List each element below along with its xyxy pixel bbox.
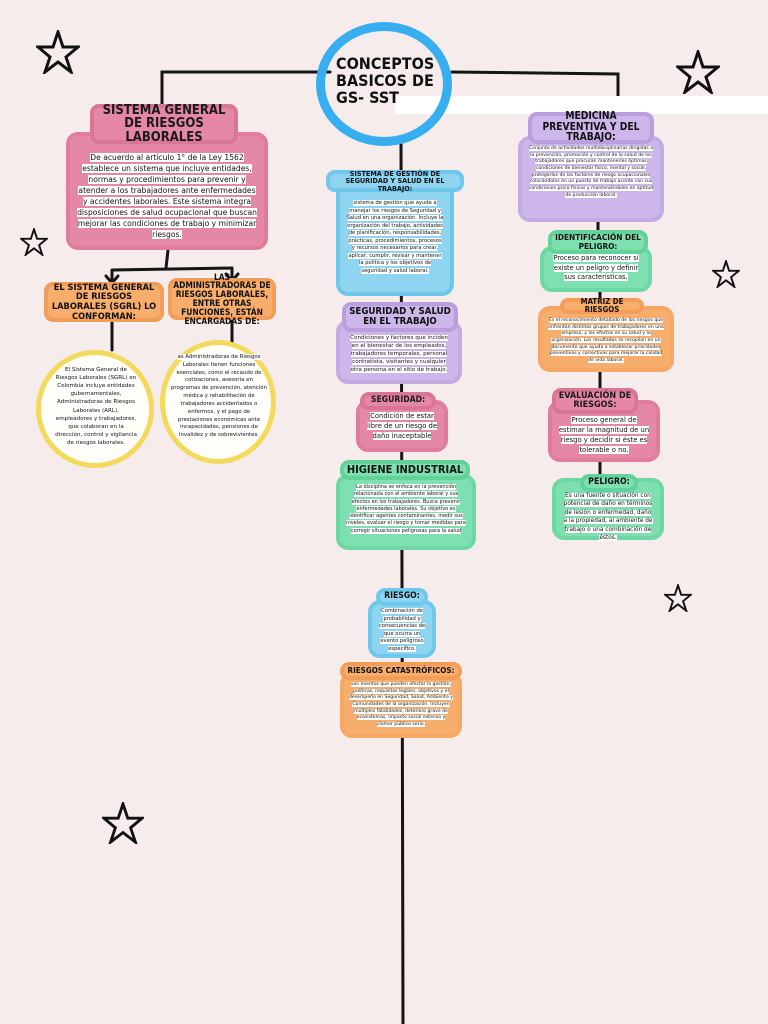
title-circle	[316, 22, 452, 146]
higiene-title: HIGIENE INDUSTRIAL	[340, 460, 470, 480]
identif-text: Proceso para reconocer si existe un peli…	[553, 254, 639, 282]
star-icon	[102, 802, 144, 844]
star-icon	[664, 584, 692, 612]
conforman-title: EL SISTEMA GENERAL DE RIESGOS LABORALES …	[44, 282, 164, 322]
admin-text: as Administradoras de Riesgos Laborales …	[171, 354, 267, 439]
star-icon	[676, 50, 720, 94]
sgrl-box: De acuerdo al artículo 1° de la Ley 1562…	[66, 132, 268, 250]
sst-text: Condiciones y factores que inciden en el…	[350, 335, 448, 374]
seguridad-title: SEGURIDAD:	[360, 392, 436, 410]
riesgo-box: Combinación de probabilidad y consecuenc…	[368, 600, 436, 658]
identif-title: IDENTIFICACIÓN DEL PELIGRO:	[548, 230, 648, 254]
admin-title: LAS ADMINISTRADORAS DE RIESGOS LABORALES…	[168, 272, 276, 325]
catas-text: son eventos que pueden afectar la gestió…	[349, 682, 453, 727]
matriz-text: Es el reconocimiento detallado de los ri…	[548, 318, 664, 363]
star-icon	[20, 228, 48, 256]
sgrl-title: SISTEMA GENERAL DE RIESGOS LABORALES	[90, 103, 238, 144]
evaluacion-title: EVALUACIÓN DE RIESGOS:	[552, 388, 638, 414]
sgrl-text: De acuerdo al artículo 1° de la Ley 1562…	[77, 153, 257, 239]
higiene-box: La disciplina se enfoca en la prevención…	[336, 474, 476, 550]
sst-title: SEGURIDAD Y SALUD EN EL TRABAJO	[342, 302, 458, 332]
medicina-text: Conjunto de actividades multidisciplinar…	[528, 146, 654, 198]
star-icon	[36, 30, 80, 74]
higiene-text: La disciplina se enfoca en la prevención…	[346, 484, 466, 534]
catas-title: RIESGOS CATASTRÓFICOS:	[340, 662, 462, 680]
star-icon	[712, 260, 740, 288]
peligro-title: PELIGRO:	[580, 474, 638, 492]
evaluacion-text: Proceso general de estimar la magnitud d…	[558, 416, 650, 454]
matriz-box: Es el reconocimiento detallado de los ri…	[538, 306, 674, 372]
sgsst-box: sistema de gestión que ayuda a manejar l…	[336, 178, 454, 296]
riesgo-title: RIESGO:	[376, 588, 428, 606]
sgsst-text: sistema de gestión que ayuda a manejar l…	[346, 200, 444, 274]
peligro-text: Es una fuente o situación con potencial …	[563, 493, 653, 541]
catas-box: son eventos que pueden afectar la gestió…	[340, 672, 462, 738]
matriz-title: MATRIZ DE RIESGOS	[560, 297, 644, 314]
page-title: CONCEPTOS BASICOS DE GS- SST	[336, 54, 435, 107]
peligro-box: Es una fuente o situación con potencial …	[552, 478, 664, 541]
medicina-title: MEDICINA PREVENTIVA Y DEL TRABAJO:	[528, 111, 654, 144]
conforman-text: El Sistema General de Riesgos Laborales …	[55, 367, 137, 446]
riesgo-text: Combinación de probabilidad y consecuenc…	[378, 608, 426, 652]
sgsst-title: SISTEMA DE GESTIÓN DE SEGURIDAD Y SALUD …	[326, 169, 464, 192]
medicina-box: Conjunto de actividades multidisciplinar…	[518, 136, 664, 222]
seguridad-text: Condición de estar libre de un riesgo de…	[366, 412, 438, 440]
